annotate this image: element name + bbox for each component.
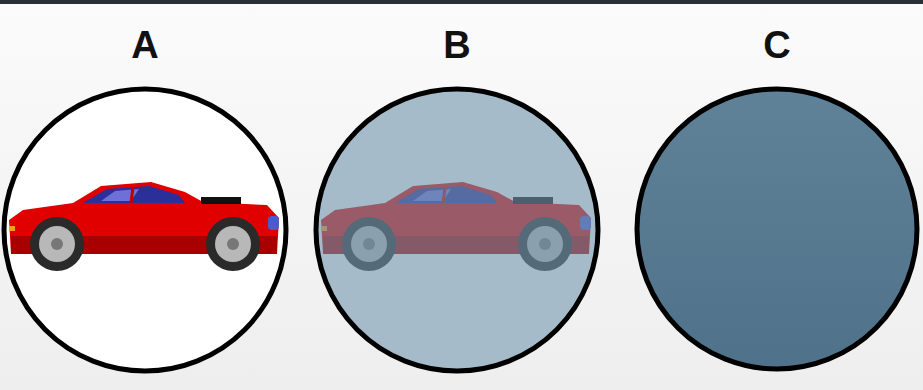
- fog-fill: [637, 89, 917, 369]
- top-bar: [0, 0, 923, 4]
- circle-shape: [0, 85, 290, 375]
- circle-outline: [4, 89, 286, 371]
- red-car: [9, 182, 279, 271]
- circle-node: B: [312, 85, 602, 375]
- haze: [316, 89, 598, 371]
- circle-node: A: [0, 85, 290, 375]
- circle-label: B: [272, 23, 642, 67]
- circle-label: C: [593, 23, 923, 67]
- circle-label: A: [0, 23, 330, 67]
- circle-outline: [316, 89, 598, 371]
- circle-node: C: [633, 85, 921, 373]
- circle-shape: [633, 85, 921, 373]
- circle-shape: [312, 85, 602, 375]
- circle-outline: [637, 89, 917, 369]
